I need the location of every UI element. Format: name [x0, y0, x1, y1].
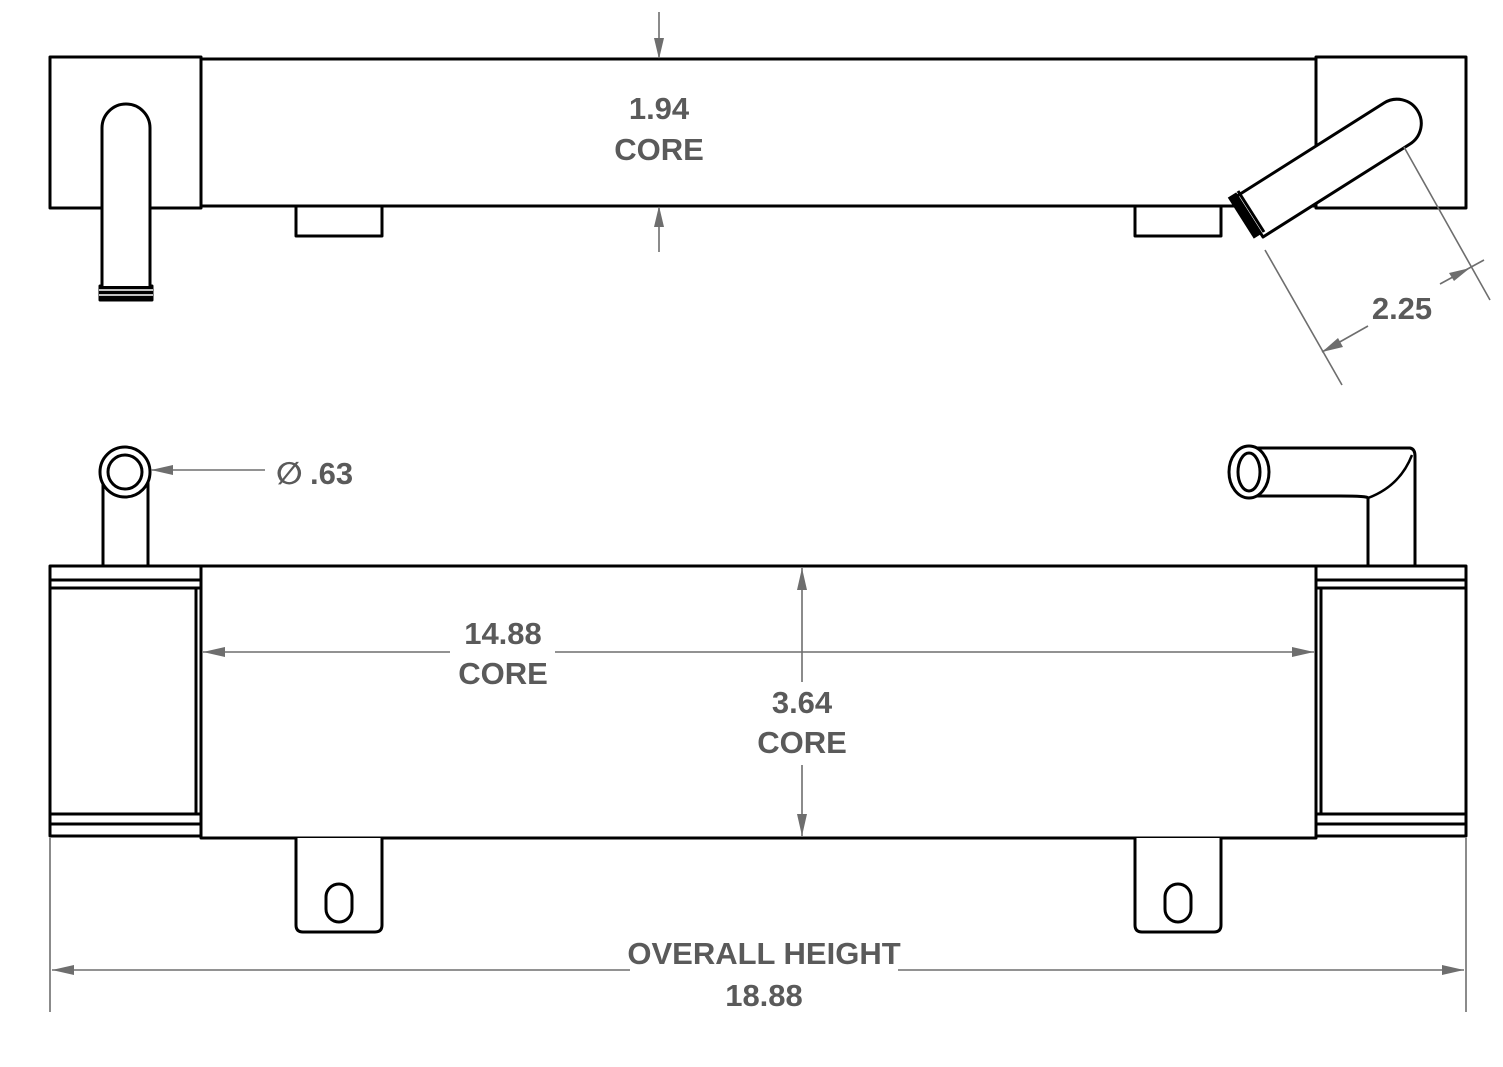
front-right-mount-bracket — [1133, 838, 1223, 934]
core-depth-label: CORE — [614, 132, 704, 167]
top-right-outlet-pipe — [1227, 97, 1423, 239]
dim-overall-height: OVERALL HEIGHT 18.88 — [49, 838, 1467, 1013]
pipe-diameter-value: .63 — [310, 456, 353, 491]
core-width-label: CORE — [458, 656, 548, 691]
front-view: ∅ .63 14.88 CORE 3.64 CORE — [48, 444, 1468, 1013]
top-left-inlet-pipe-front — [100, 102, 152, 300]
top-right-mount-tab — [1133, 204, 1223, 238]
overall-height-value: 18.88 — [725, 978, 803, 1013]
core-height-value: 3.64 — [772, 685, 833, 720]
top-view: 1.94 CORE 2.25 — [48, 12, 1491, 386]
core-height-label: CORE — [757, 725, 847, 760]
dim-core-height: 3.64 CORE — [757, 568, 847, 836]
front-left-pipe-bore — [106, 453, 144, 491]
outlet-offset-value: 2.25 — [1372, 291, 1432, 326]
core-depth-value: 1.94 — [629, 91, 690, 126]
pipe-diameter-symbol: ∅ — [276, 456, 303, 491]
front-right-pipe-bore — [1236, 451, 1262, 493]
front-left-tank — [48, 564, 203, 838]
core-width-value: 14.88 — [464, 616, 542, 651]
front-left-mount-bracket — [294, 838, 384, 934]
front-right-tank — [1314, 564, 1468, 838]
front-core — [199, 564, 1318, 840]
dim-core-depth: 1.94 CORE — [614, 12, 704, 252]
top-left-pipe-end-bead — [99, 286, 153, 301]
overall-height-label: OVERALL HEIGHT — [627, 936, 900, 971]
mount-slot-left — [324, 882, 354, 924]
mount-slot-right — [1163, 882, 1193, 924]
front-right-elbow-pipe — [1227, 444, 1417, 568]
dim-core-width: 14.88 CORE — [203, 616, 1314, 691]
top-left-mount-tab — [294, 204, 384, 238]
dim-pipe-diameter: ∅ .63 — [151, 456, 353, 491]
dim-outlet-offset: 2.25 — [1264, 146, 1491, 386]
top-core — [199, 57, 1318, 208]
